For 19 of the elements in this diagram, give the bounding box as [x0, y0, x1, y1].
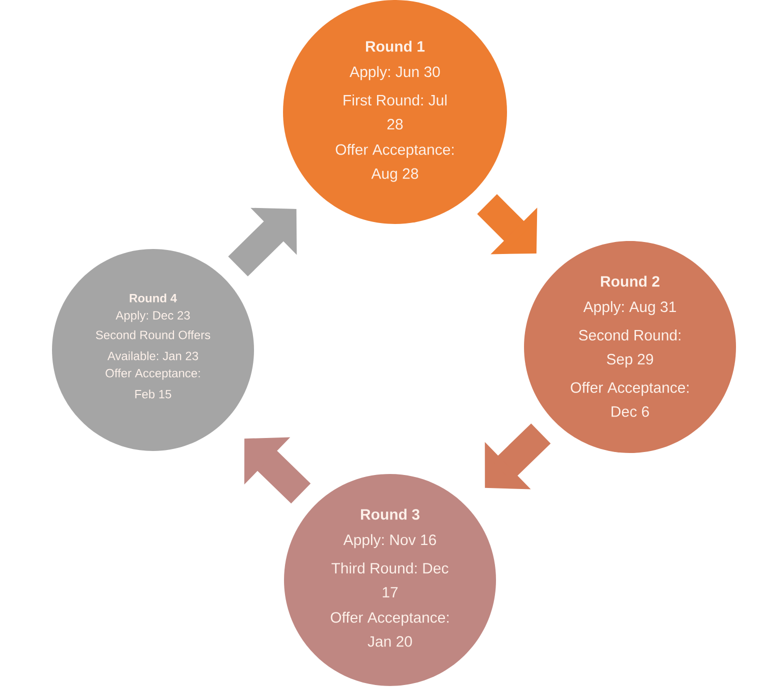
- schedule-text: Apply: Aug 31: [583, 301, 676, 316]
- schedule-text: Apply: Jun 30: [350, 66, 440, 80]
- schedule-text: Second Round Offers Available: Jan 23: [96, 330, 210, 360]
- schedule-text: Third Round: Dec 17: [332, 562, 448, 598]
- block-arrow: [477, 194, 538, 254]
- schedule-text: Apply: Dec 23: [116, 310, 190, 322]
- stage-heading: Round 1: [366, 40, 425, 52]
- schedule-text: Offer Acceptance: Feb 15: [106, 368, 200, 398]
- block-arrow: [228, 208, 297, 276]
- schedule-text: Offer Acceptance: Jan 20: [330, 612, 448, 647]
- stage-heading: Round 2: [601, 276, 660, 287]
- stage-heading: Round 4: [130, 294, 177, 302]
- schedule-text: Second Round: Sep 29: [578, 330, 680, 368]
- schedule-text: Offer Acceptance: Dec 6: [570, 382, 688, 417]
- schedule-text: Offer Acceptance: Aug 28: [336, 144, 454, 182]
- schedule-text: Apply: Nov 16: [343, 534, 436, 548]
- stage-heading: Round 3: [361, 508, 420, 520]
- schedule-text: First Round: Jul 28: [344, 94, 446, 130]
- block-arrow: [484, 423, 551, 490]
